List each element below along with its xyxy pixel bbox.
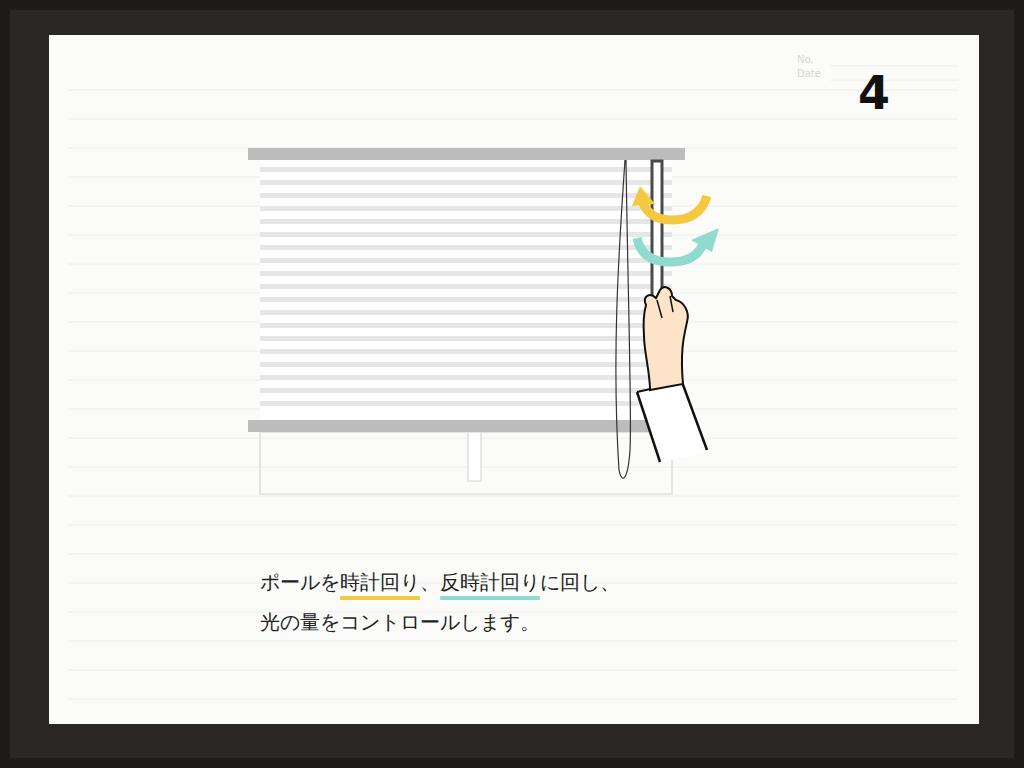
counterclockwise-arrow	[637, 238, 703, 262]
sleeve	[637, 382, 708, 462]
page-field-label: Date	[797, 68, 821, 80]
head-rail	[248, 148, 685, 160]
clockwise-arrow	[643, 196, 707, 220]
instruction-text: 光の量をコントロールします。	[260, 610, 540, 634]
bottom-rail	[248, 420, 660, 432]
blind-slats	[260, 167, 672, 406]
hand	[644, 287, 688, 390]
step-number: 4	[858, 66, 890, 121]
emphasis-underline	[440, 596, 540, 600]
page-field-label: No.	[797, 54, 814, 66]
notebook-lines	[68, 66, 958, 699]
emphasis-underline	[340, 596, 420, 600]
wand-pole	[652, 161, 662, 301]
instruction-text: ポールを時計回り、反時計回りに回し、	[260, 570, 620, 594]
cord	[616, 160, 631, 478]
